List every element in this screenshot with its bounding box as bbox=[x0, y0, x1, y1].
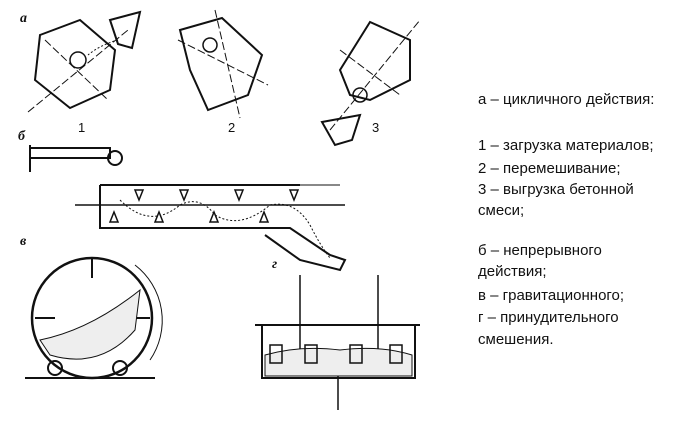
legend-line: 3 – выгрузка бетонной bbox=[478, 181, 634, 198]
legend-line: в – гравитационного; bbox=[478, 287, 625, 304]
legend-line: смеси; bbox=[478, 202, 525, 219]
label-g: г bbox=[272, 257, 277, 272]
label-1: 1 bbox=[78, 120, 85, 135]
legend-line: действия; bbox=[478, 263, 547, 280]
gravity-mixer bbox=[25, 256, 163, 380]
legend-line: 1 – загрузка материалов; bbox=[478, 137, 654, 154]
legend-line: б – непрерывного bbox=[478, 242, 602, 259]
legend-line: г – принудительного bbox=[478, 309, 619, 326]
label-3: 3 bbox=[372, 120, 379, 135]
label-a: а bbox=[20, 11, 27, 26]
continuous-mixer bbox=[29, 145, 347, 272]
label-b: б bbox=[18, 129, 26, 144]
legend-line: а – цикличного действия: bbox=[478, 91, 655, 108]
label-2: 2 bbox=[228, 120, 235, 135]
legend-line: 2 – перемешивание; bbox=[478, 160, 621, 177]
mixer-drum-unloading bbox=[320, 19, 421, 147]
legend-line: смешения. bbox=[478, 331, 554, 348]
forced-mixer bbox=[255, 275, 420, 410]
mixer-drum-mixing bbox=[177, 9, 269, 119]
mixer-drum-loading bbox=[27, 10, 142, 113]
label-v: в bbox=[20, 234, 27, 249]
